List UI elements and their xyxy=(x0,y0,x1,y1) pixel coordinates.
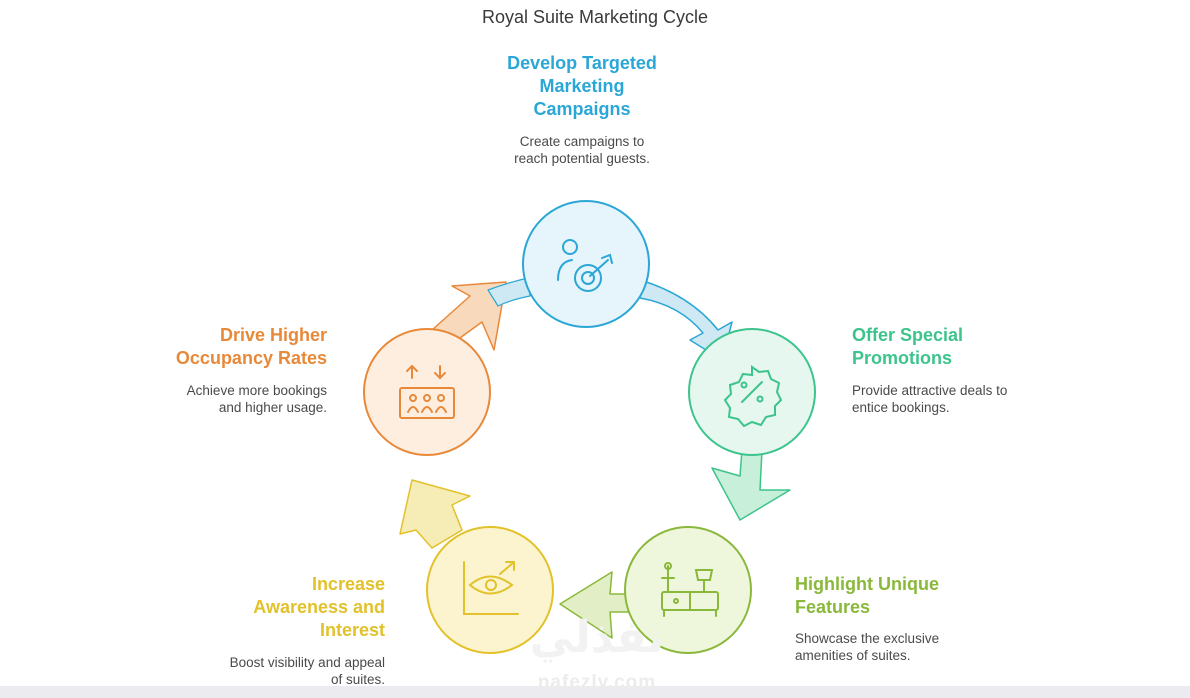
step-title-promotions: Offer Special Promotions xyxy=(852,325,964,368)
step-title-awareness: Increase Awareness and Interest xyxy=(253,574,385,640)
step-desc-campaigns: Create campaigns to reach potential gues… xyxy=(514,134,650,166)
step-title-campaigns: Develop Targeted Marketing Campaigns xyxy=(507,53,657,119)
step-desc-occupancy: Achieve more bookings and higher usage. xyxy=(186,383,327,415)
discount-badge-icon xyxy=(723,365,783,428)
arrow-awareness-to-occupancy xyxy=(399,479,471,549)
watermark-arabic: نفذلي xyxy=(529,612,665,663)
footer-band xyxy=(0,686,1190,698)
watermark-latin: nafezly.com xyxy=(537,672,657,693)
step-desc-features: Showcase the exclusive amenities of suit… xyxy=(795,631,940,663)
step-circle-campaigns xyxy=(522,200,650,328)
suite-furniture-icon xyxy=(661,562,719,617)
step-circle-occupancy xyxy=(363,328,491,456)
step-circle-features xyxy=(624,526,752,654)
step-title-occupancy: Drive Higher Occupancy Rates xyxy=(175,325,327,368)
occupancy-people-icon xyxy=(399,364,455,419)
diagram-title: Royal Suite Marketing Cycle xyxy=(481,7,709,27)
eye-growth-chart-icon xyxy=(463,561,519,615)
step-circle-awareness xyxy=(426,526,554,654)
step-circle-promotions xyxy=(688,328,816,456)
step-desc-awareness: Boost visibility and appeal of suites. xyxy=(229,655,385,687)
step-desc-promotions: Provide attractive deals to entice booki… xyxy=(852,383,1008,415)
arrow-promotions-to-features xyxy=(711,449,791,521)
step-title-features: Highlight Unique Features xyxy=(795,574,939,617)
target-person-icon xyxy=(557,239,613,292)
